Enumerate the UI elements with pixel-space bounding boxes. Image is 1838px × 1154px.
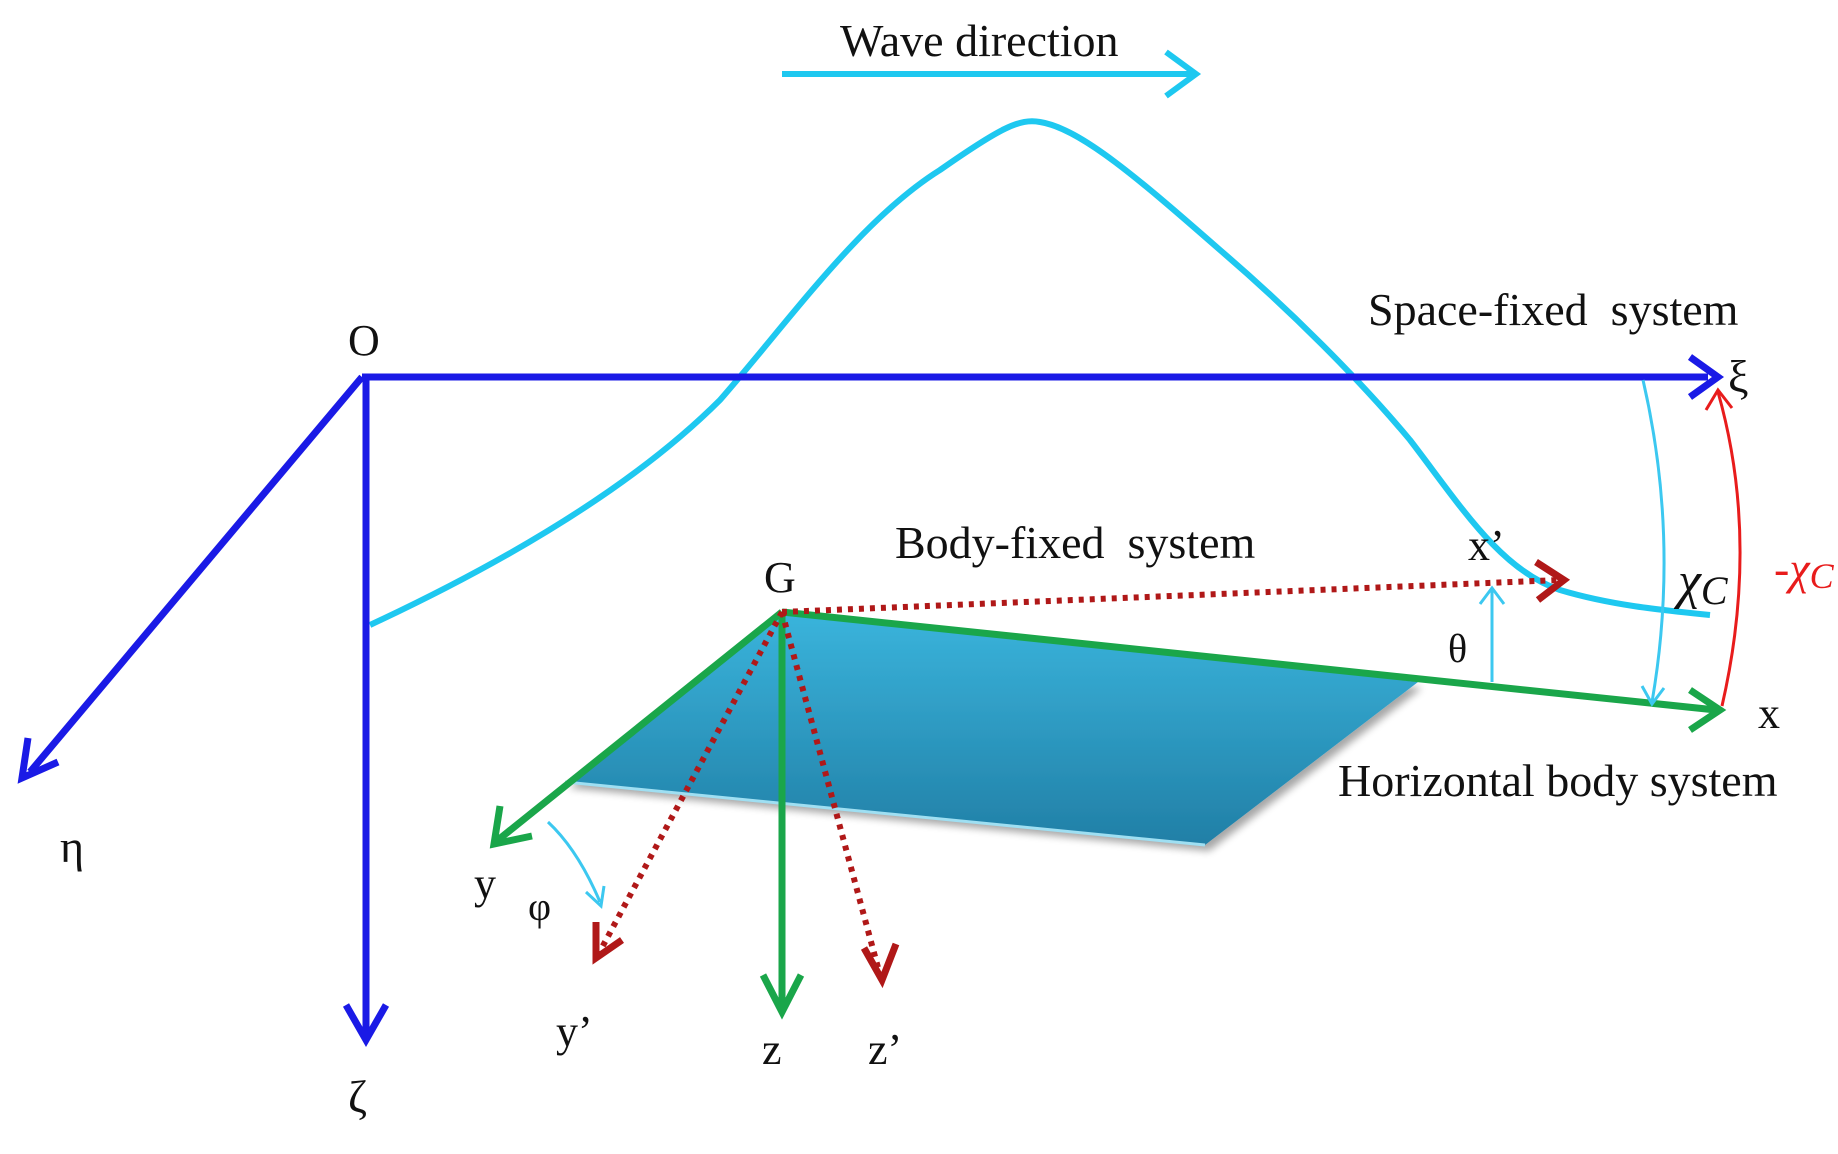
plate-edge-highlight <box>564 780 1206 847</box>
x-label: x <box>1758 689 1780 738</box>
neg-chi-c-angle-arrow <box>1704 387 1742 707</box>
space-fixed-axes <box>17 354 1725 1048</box>
x-prime-label: x’ <box>1468 521 1505 570</box>
phi-angle-arrow <box>546 820 606 910</box>
x-arrowhead <box>1688 687 1727 733</box>
theta-label: θ <box>1448 626 1467 671</box>
y-prime-arrowhead <box>592 922 624 965</box>
eta-arrowhead <box>17 737 60 784</box>
zeta-arrowhead <box>342 1003 390 1048</box>
x-axis <box>781 608 1717 714</box>
zeta-label: ζ <box>348 1071 367 1122</box>
eta-label: η <box>60 821 84 872</box>
z-prime-label: z’ <box>868 1025 902 1074</box>
origin-label: O <box>348 316 380 365</box>
phi-label: φ <box>528 884 551 929</box>
horizontal-body-axes <box>489 608 1727 1020</box>
neg-chi-c-subscript: C <box>1810 556 1835 596</box>
x-prime-axis <box>781 577 1561 615</box>
z-prime-axis <box>779 611 883 976</box>
body-fixed-axes <box>592 559 1571 989</box>
body-fixed-system-label: Body-fixed system <box>895 517 1256 568</box>
y-label: y <box>474 859 496 908</box>
chi-c-subscript: C <box>1701 568 1729 613</box>
xi-label: ξ <box>1728 351 1749 402</box>
theta-angle-arrow <box>1478 585 1506 682</box>
z-prime-arrowhead <box>860 942 900 989</box>
chi-c-base: χ <box>1673 553 1702 610</box>
neg-chi-c-base: -χ <box>1774 543 1811 594</box>
space-fixed-system-label: Space-fixed system <box>1368 284 1739 335</box>
g-label: G <box>764 553 796 602</box>
wave-profile <box>368 118 1711 628</box>
y-axis <box>495 609 785 843</box>
horizontal-body-system-label: Horizontal body system <box>1338 755 1778 806</box>
wave-direction-label: Wave direction <box>840 15 1119 66</box>
x-prime-arrowhead <box>1534 559 1571 603</box>
chi-c-angle-arrow <box>1640 379 1666 707</box>
y-arrowhead <box>489 805 533 849</box>
floating-body-plate <box>565 612 1418 845</box>
wave-direction-arrow <box>782 49 1202 99</box>
z-arrowhead <box>759 973 805 1020</box>
chi-c-label: χC <box>1673 553 1729 613</box>
z-label: z <box>762 1025 782 1074</box>
xi-arrowhead <box>1687 354 1725 400</box>
neg-chi-c-label: -χC <box>1774 543 1835 596</box>
y-prime-label: y’ <box>556 1007 593 1056</box>
eta-axis <box>27 374 365 775</box>
